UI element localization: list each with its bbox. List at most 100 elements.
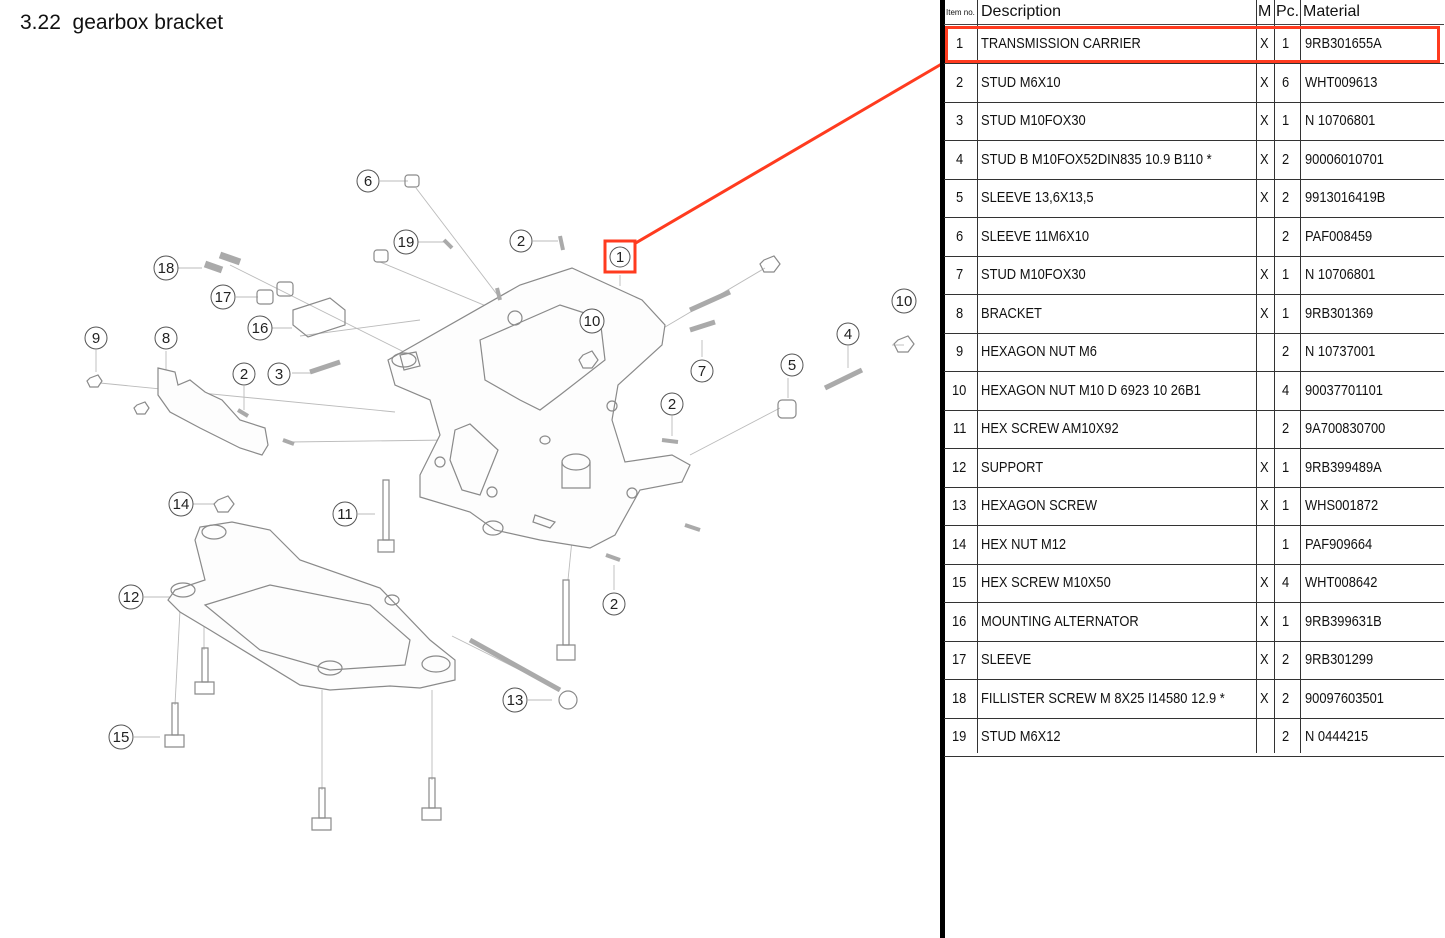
description-cell: BRACKET xyxy=(981,304,1042,322)
pc-cell: 2 xyxy=(1282,651,1290,668)
material-cell: WHT009613 xyxy=(1305,73,1378,91)
material-cell: 90006010701 xyxy=(1305,150,1384,168)
description-cell: STUD M6X12 xyxy=(981,728,1061,745)
table-header: Item no. Description M Pc. Material xyxy=(944,0,1444,25)
m-cell: X xyxy=(1259,189,1269,206)
description-cell: SLEEVE xyxy=(981,651,1032,668)
material-cell: 9RB399631B xyxy=(1305,612,1382,630)
callout-7: 7 xyxy=(690,359,714,383)
item-no-cell: 14 xyxy=(952,535,967,553)
item-no-cell: 15 xyxy=(952,574,967,591)
item-no-cell: 4 xyxy=(956,150,964,168)
svg-text:17: 17 xyxy=(215,289,232,306)
material-cell: N 10737001 xyxy=(1305,343,1376,360)
item-no-cell: 10 xyxy=(952,381,967,399)
svg-text:4: 4 xyxy=(844,326,852,343)
header-m: M xyxy=(1258,3,1272,20)
svg-text:6: 6 xyxy=(364,173,372,190)
material-cell: 9RB301299 xyxy=(1305,651,1374,668)
pc-cell: 1 xyxy=(1282,35,1290,52)
m-cell: X xyxy=(1259,266,1269,283)
svg-text:2: 2 xyxy=(610,596,618,613)
pc-cell: 1 xyxy=(1282,266,1290,283)
material-cell: 9913016419B xyxy=(1305,189,1386,206)
description-cell: STUD M6X10 xyxy=(981,73,1061,91)
m-cell: X xyxy=(1259,73,1269,91)
svg-text:2: 2 xyxy=(517,233,525,250)
pc-cell: 4 xyxy=(1282,574,1290,591)
pc-cell: 2 xyxy=(1282,420,1290,437)
exploded-parts-diagram: 1 2 2 2 2 3 4 5 6 7 8 9 10 10 11 12 13 1… xyxy=(84,63,940,831)
header-item-no: Item no. xyxy=(946,8,975,17)
m-cell xyxy=(1257,526,1273,564)
callout-3: 3 xyxy=(267,362,291,386)
pc-cell: 2 xyxy=(1282,689,1290,707)
item-no-cell: 12 xyxy=(952,458,967,476)
callout-6: 6 xyxy=(356,169,380,193)
m-cell: X xyxy=(1259,150,1269,168)
pc-cell: 2 xyxy=(1282,227,1290,245)
callout-9: 9 xyxy=(84,326,108,350)
callout-2a: 2 xyxy=(509,229,533,253)
svg-text:14: 14 xyxy=(173,496,190,513)
callout-10b: 10 xyxy=(891,288,917,314)
callout-19: 19 xyxy=(393,229,419,255)
callout-18: 18 xyxy=(153,255,179,281)
item-no-cell: 9 xyxy=(956,343,964,360)
pc-cell: 6 xyxy=(1282,73,1290,91)
m-cell: X xyxy=(1259,112,1269,129)
description-cell: SLEEVE 11M6X10 xyxy=(981,227,1090,245)
callout-2b: 2 xyxy=(232,362,256,386)
m-cell: X xyxy=(1259,497,1269,514)
pc-cell: 2 xyxy=(1282,343,1290,360)
m-cell xyxy=(1257,372,1273,410)
svg-text:13: 13 xyxy=(507,692,524,709)
header-description: Description xyxy=(981,3,1062,20)
material-cell: PAF008459 xyxy=(1305,227,1373,245)
pc-cell: 1 xyxy=(1282,458,1290,476)
callout-2d: 2 xyxy=(602,592,626,616)
callout-1: 1 xyxy=(609,246,631,268)
callout-12: 12 xyxy=(118,584,144,610)
description-cell: HEX SCREW AM10X92 xyxy=(981,420,1119,437)
table-row: 9 HEXAGON NUT M6 2 N 10737001 xyxy=(944,333,1444,372)
description-cell: HEXAGON NUT M10 D 6923 10 26B1 xyxy=(981,381,1201,399)
description-cell: HEXAGON NUT M6 xyxy=(981,343,1097,360)
m-cell xyxy=(1257,333,1273,371)
svg-text:19: 19 xyxy=(398,234,415,251)
description-cell: STUD M10FOX30 xyxy=(981,266,1086,283)
m-cell: X xyxy=(1259,612,1269,630)
pc-cell: 1 xyxy=(1282,535,1290,553)
header-material: Material xyxy=(1303,3,1360,20)
item-no-cell: 2 xyxy=(956,73,964,91)
page-title: 3.22 gearbox bracket xyxy=(20,11,224,34)
svg-text:11: 11 xyxy=(337,506,353,523)
material-cell: 9RB399489A xyxy=(1305,458,1382,476)
svg-text:10: 10 xyxy=(584,313,601,330)
svg-text:10: 10 xyxy=(896,293,913,310)
item-no-cell: 7 xyxy=(956,266,964,283)
description-cell: SLEEVE 13,6X13,5 xyxy=(981,189,1094,206)
material-cell: N 0444215 xyxy=(1305,728,1369,745)
item-no-cell: 17 xyxy=(952,651,967,668)
callout-13: 13 xyxy=(502,687,528,713)
callout-5: 5 xyxy=(780,353,804,377)
svg-text:3: 3 xyxy=(275,366,283,383)
item-no-cell: 8 xyxy=(956,304,964,322)
item-no-cell: 18 xyxy=(952,689,967,707)
material-cell: PAF909664 xyxy=(1305,535,1373,553)
pc-cell: 1 xyxy=(1282,304,1290,322)
pc-cell: 2 xyxy=(1282,189,1290,206)
svg-text:8: 8 xyxy=(162,330,170,347)
